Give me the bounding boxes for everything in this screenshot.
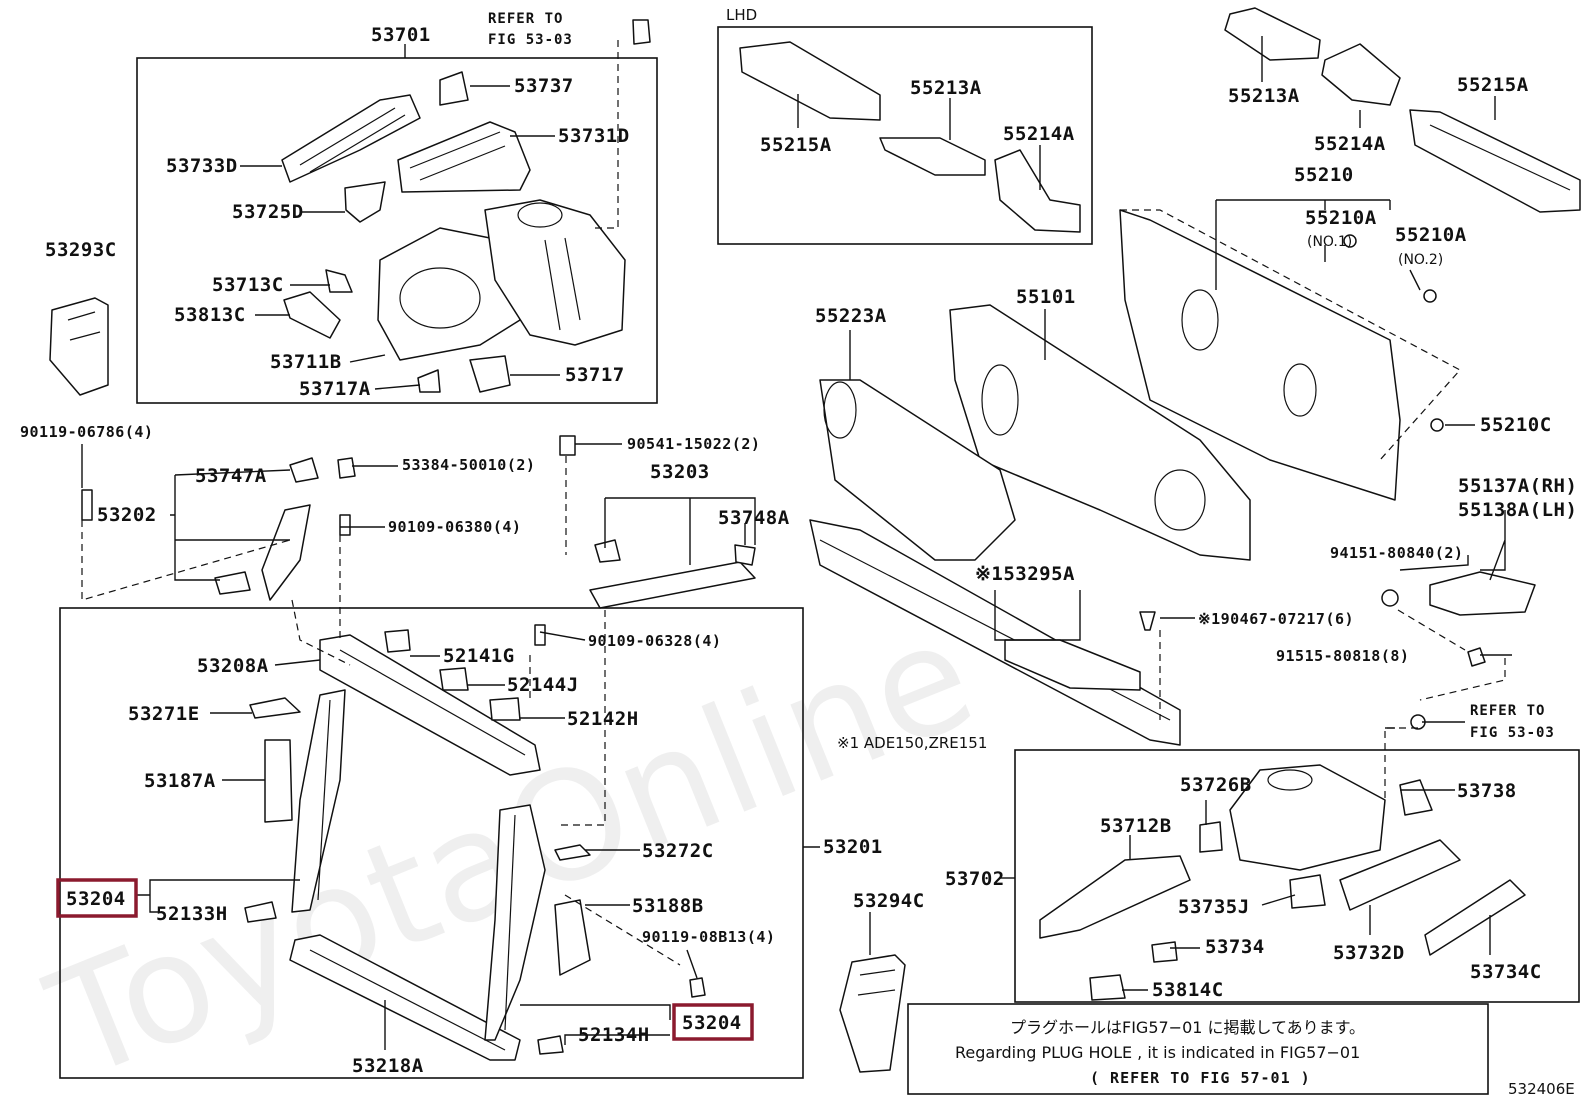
label-55213A-lhd[interactable]: 55213A: [910, 77, 982, 99]
label-lhd[interactable]: LHD: [726, 6, 757, 24]
label-no2[interactable]: (NO.2): [1398, 252, 1443, 268]
highlight-53204-right: [672, 1003, 754, 1041]
label-53218A[interactable]: 53218A: [352, 1055, 424, 1077]
label-55210C[interactable]: 55210C: [1480, 414, 1552, 436]
label-153295A[interactable]: ※153295A: [975, 563, 1075, 585]
label-90119-06786[interactable]: 90119-06786(4): [20, 423, 153, 441]
label-53717A[interactable]: 53717A: [299, 378, 371, 400]
label-55137A-rh[interactable]: 55137A(RH): [1458, 475, 1577, 497]
label-53711B[interactable]: 53711B: [270, 351, 342, 373]
label-53701[interactable]: 53701: [371, 24, 431, 46]
label-53814C[interactable]: 53814C: [1152, 979, 1224, 1001]
label-55101[interactable]: 55101: [1016, 286, 1076, 308]
label-55213A[interactable]: 55213A: [1228, 85, 1300, 107]
label-note-ade150[interactable]: ※1 ADE150,ZRE151: [837, 734, 987, 752]
label-55214A[interactable]: 55214A: [1314, 133, 1386, 155]
label-55215A[interactable]: 55215A: [1457, 74, 1529, 96]
label-52134H[interactable]: 52134H: [578, 1024, 650, 1046]
group-box-53701: [136, 57, 658, 404]
label-no1[interactable]: (NO.1): [1307, 234, 1352, 250]
label-53747A[interactable]: 53747A: [195, 465, 267, 487]
label-55210A-no2[interactable]: 55210A: [1395, 224, 1467, 246]
label-53725D[interactable]: 53725D: [232, 201, 304, 223]
dashed-lines: [81, 40, 1506, 966]
label-53204-left[interactable]: 53204: [66, 888, 126, 910]
label-53734C[interactable]: 53734C: [1470, 961, 1542, 983]
group-box-53201: [59, 607, 804, 1079]
label-55223A[interactable]: 55223A: [815, 305, 887, 327]
label-52144J[interactable]: 52144J: [507, 674, 579, 696]
label-90109-06380[interactable]: 90109-06380(4): [388, 518, 521, 536]
label-53726B[interactable]: 53726B: [1180, 774, 1252, 796]
label-53202[interactable]: 53202: [97, 504, 157, 526]
label-53733D[interactable]: 53733D: [166, 155, 238, 177]
label-53203[interactable]: 53203: [650, 461, 710, 483]
label-53272C[interactable]: 53272C: [642, 840, 714, 862]
group-box-lhd: [717, 26, 1093, 245]
note-box: [907, 1003, 1489, 1095]
note-japanese: プラグホールはFIG57−01 に掲載してあります。: [1010, 1018, 1365, 1037]
figure-number: 532406E: [1508, 1080, 1575, 1098]
label-53732D[interactable]: 53732D: [1333, 942, 1405, 964]
label-55210[interactable]: 55210: [1294, 164, 1354, 186]
note-english: Regarding PLUG HOLE , it is indicated in…: [955, 1043, 1360, 1062]
label-190467-07217[interactable]: ※190467-07217(6): [1198, 610, 1354, 628]
label-fig-53-03-2[interactable]: FIG 53-03: [1470, 725, 1555, 741]
label-53294C[interactable]: 53294C: [853, 890, 925, 912]
label-refer-to-1[interactable]: REFER TO: [488, 11, 563, 27]
label-53738[interactable]: 53738: [1457, 780, 1517, 802]
label-53734[interactable]: 53734: [1205, 936, 1265, 958]
label-52142H[interactable]: 52142H: [567, 708, 639, 730]
label-53208A[interactable]: 53208A: [197, 655, 269, 677]
label-53293C[interactable]: 53293C: [45, 239, 117, 261]
label-52133H[interactable]: 52133H: [156, 903, 228, 925]
highlight-53204-left: [56, 878, 138, 918]
label-53735J[interactable]: 53735J: [1178, 896, 1250, 918]
label-53384-50010[interactable]: 53384-50010(2): [402, 456, 535, 474]
label-53813C[interactable]: 53813C: [174, 304, 246, 326]
label-53737[interactable]: 53737: [514, 75, 574, 97]
label-90109-06328[interactable]: 90109-06328(4): [588, 632, 721, 650]
label-55138A-lh[interactable]: 55138A(LH): [1458, 499, 1577, 521]
note-refer[interactable]: ( REFER TO FIG 57-01 ): [1090, 1069, 1311, 1087]
label-55215A-lhd[interactable]: 55215A: [760, 134, 832, 156]
label-90541-15022[interactable]: 90541-15022(2): [627, 435, 760, 453]
label-55214A-lhd[interactable]: 55214A: [1003, 123, 1075, 145]
label-53271E[interactable]: 53271E: [128, 703, 200, 725]
label-53731D[interactable]: 53731D: [558, 125, 630, 147]
label-94151-80840[interactable]: 94151-80840(2): [1330, 544, 1463, 562]
group-box-53702: [1014, 749, 1580, 1003]
label-53204-right[interactable]: 53204: [682, 1012, 742, 1034]
leader-lines: [81, 36, 1512, 1050]
label-refer-to-2[interactable]: REFER TO: [1470, 703, 1545, 719]
label-fig-53-03-1[interactable]: FIG 53-03: [488, 32, 573, 48]
label-53712B[interactable]: 53712B: [1100, 815, 1172, 837]
part-sketches: [49, 7, 1581, 1073]
label-91515-80818[interactable]: 91515-80818(8): [1276, 647, 1409, 665]
label-53188B[interactable]: 53188B: [632, 895, 704, 917]
label-90119-08B13[interactable]: 90119-08B13(4): [642, 928, 775, 946]
label-55210A-no1[interactable]: 55210A: [1305, 207, 1377, 229]
label-53201[interactable]: 53201: [823, 836, 883, 858]
label-52141G[interactable]: 52141G: [443, 645, 515, 667]
label-53702[interactable]: 53702: [945, 868, 1005, 890]
part-labels: 53701 REFER TO FIG 53-03 53737 53731D 53…: [20, 6, 1577, 1077]
label-53717[interactable]: 53717: [565, 364, 625, 386]
label-53713C[interactable]: 53713C: [212, 274, 284, 296]
label-53187A[interactable]: 53187A: [144, 770, 216, 792]
label-53748A[interactable]: 53748A: [718, 507, 790, 529]
